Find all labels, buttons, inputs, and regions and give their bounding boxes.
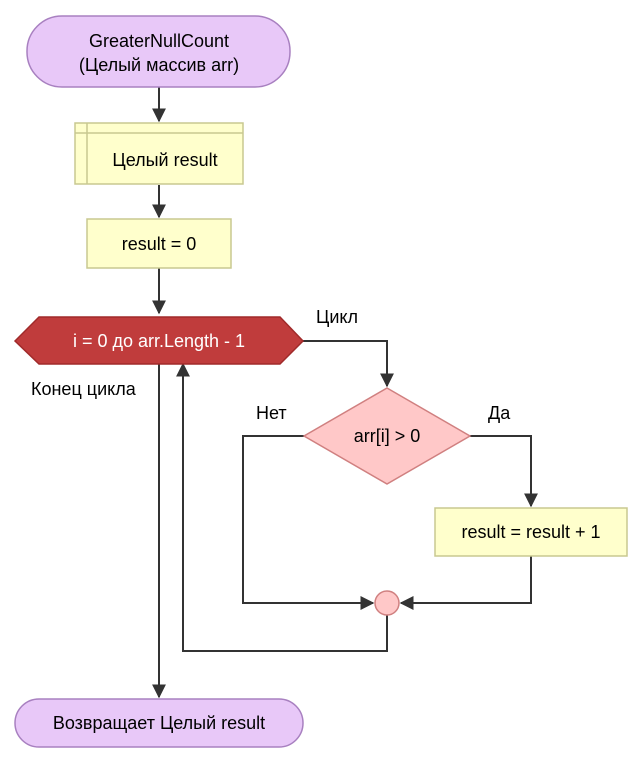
arrow-loop-to-condition bbox=[303, 340, 394, 388]
arrow-condition-yes bbox=[470, 435, 538, 508]
assign-increment-text: result = result + 1 bbox=[461, 522, 600, 542]
arrow-loop-back bbox=[176, 362, 388, 652]
merge-connector bbox=[374, 590, 400, 616]
arrow-increment-to-merge bbox=[399, 556, 532, 610]
condition-node: arr[i] > 0 bbox=[302, 387, 472, 485]
loop-body-label: Цикл bbox=[316, 307, 358, 327]
end-text: Возвращает Целый result bbox=[53, 713, 265, 733]
assign-increment-node: result = result + 1 bbox=[434, 507, 628, 557]
loop-node: i = 0 до arr.Length - 1 bbox=[13, 316, 305, 365]
start-title: GreaterNullCount bbox=[89, 31, 229, 51]
condition-no-label: Нет bbox=[256, 403, 287, 423]
loop-text: i = 0 до arr.Length - 1 bbox=[73, 331, 245, 351]
declare-text: Целый result bbox=[112, 150, 217, 170]
start-parameters: (Целый массив arr) bbox=[79, 55, 239, 75]
start-node: GreaterNullCount (Целый массив arr) bbox=[26, 15, 291, 88]
declare-node: Целый result bbox=[74, 122, 244, 185]
arrow-condition-no bbox=[242, 435, 375, 610]
condition-yes-label: Да bbox=[488, 403, 511, 423]
loop-end-label: Конец цикла bbox=[31, 379, 137, 399]
assign-init-text: result = 0 bbox=[122, 234, 197, 254]
assign-init-node: result = 0 bbox=[86, 218, 232, 269]
condition-text: arr[i] > 0 bbox=[354, 426, 421, 446]
end-node: Возвращает Целый result bbox=[14, 698, 304, 748]
connectors bbox=[152, 87, 538, 699]
